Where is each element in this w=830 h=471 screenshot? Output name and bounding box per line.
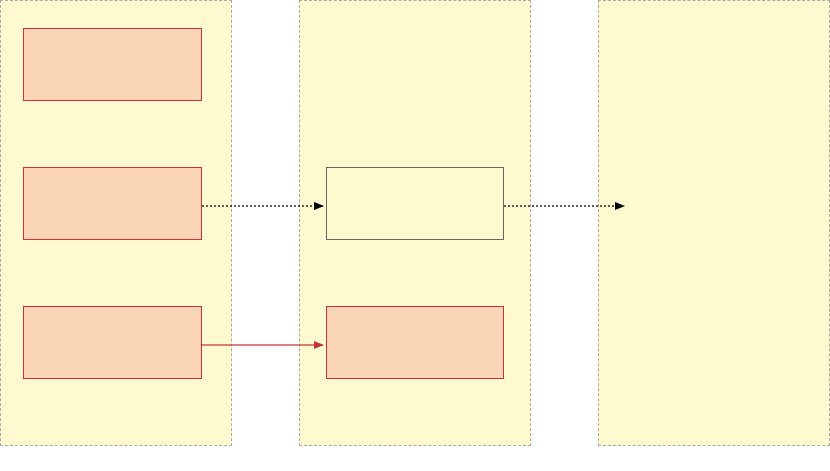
process-box-a3[interactable] xyxy=(23,306,202,379)
process-box-a1[interactable] xyxy=(23,28,202,101)
process-box-b1[interactable] xyxy=(326,167,504,240)
process-box-a2[interactable] xyxy=(23,167,202,240)
swimlane-3 xyxy=(598,0,830,446)
process-box-b2[interactable] xyxy=(326,306,504,379)
